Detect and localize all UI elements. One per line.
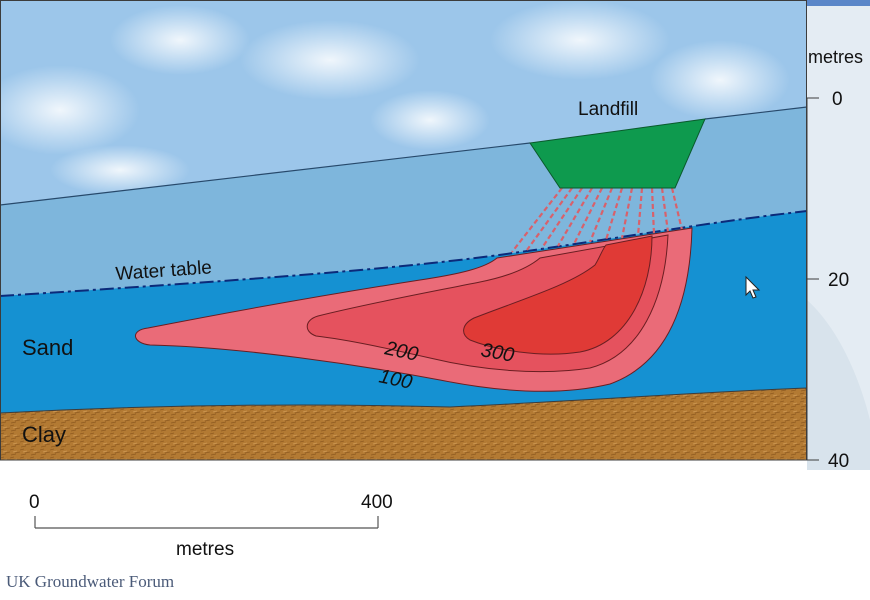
scale-end-label: 400	[361, 492, 393, 513]
landfill-shape	[529, 118, 706, 189]
cloud	[490, 0, 670, 80]
clay-top-line	[0, 387, 807, 414]
depth-axis: metres 0 20 40	[806, 47, 863, 472]
cloud	[0, 65, 140, 155]
depth-tick-label-20: 20	[828, 270, 849, 291]
credit-text: UK Groundwater Forum	[6, 572, 175, 591]
scale-unit-label: metres	[176, 539, 234, 560]
side-swirl	[807, 300, 870, 470]
depth-unit-label: metres	[808, 47, 863, 67]
water-table-line	[0, 210, 807, 297]
scale-start-label: 0	[29, 492, 40, 513]
scale-bar: 0 400 metres	[29, 492, 393, 560]
cloud	[650, 40, 790, 120]
clay-label: Clay	[22, 422, 66, 447]
cloud	[240, 20, 420, 100]
depth-tick-label-40: 40	[828, 451, 849, 472]
arrow-cursor-icon	[745, 275, 761, 299]
landfill-label: Landfill	[578, 99, 638, 120]
cloud	[110, 5, 250, 75]
ground-surface-line	[0, 106, 807, 206]
depth-tick-label-0: 0	[832, 89, 843, 110]
cloud	[50, 145, 190, 195]
leachate-streaks	[511, 187, 684, 253]
plume-contour-300	[463, 235, 653, 355]
sand-label: Sand	[22, 335, 73, 360]
cloud	[370, 90, 490, 150]
